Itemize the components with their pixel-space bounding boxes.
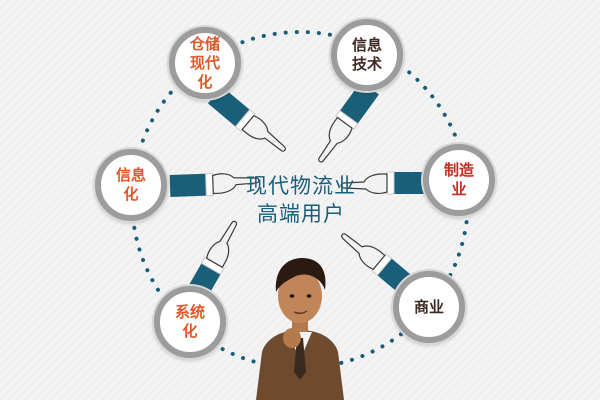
node-warehouse-modernization: 仓储现代化	[169, 27, 241, 99]
node-systemization: 系统化	[154, 286, 226, 358]
node-informatization: 信息化	[95, 149, 167, 221]
node-label: 信息技术	[351, 36, 382, 73]
pointing-hand-icon	[207, 86, 286, 152]
node-label: 制造业	[443, 161, 474, 198]
businessman-figure	[256, 258, 344, 400]
pointing-hand-icon	[340, 171, 430, 195]
center-title-line1: 现代物流业	[246, 174, 356, 198]
node-information-technology: 信息技术	[331, 19, 403, 91]
node-commerce: 商业	[393, 271, 465, 343]
node-label: 仓储现代化	[189, 34, 220, 91]
node-label: 商业	[413, 297, 444, 316]
pointing-hand-icon	[318, 81, 379, 163]
pointing-hand-icon	[169, 172, 260, 197]
center-title-line2: 高端用户	[257, 202, 345, 226]
node-label: 系统化	[174, 303, 205, 340]
node-label: 信息化	[115, 166, 146, 203]
node-manufacturing: 制造业	[423, 144, 495, 216]
center-title: 现代物流业 高端用户	[226, 172, 376, 228]
